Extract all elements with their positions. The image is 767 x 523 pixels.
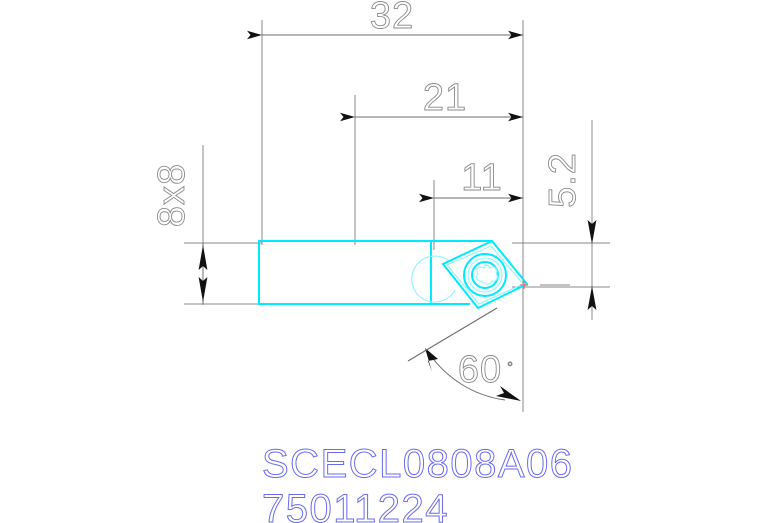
leader-line-60deg [407, 307, 498, 362]
dimension-lines [198, 30, 597, 401]
tool-geometry [258, 239, 570, 310]
dimension-texts: 32 21 11 8x8 5.2 60 ° [151, 0, 585, 391]
arrow-8x8-up [198, 245, 208, 270]
screw-inner-circle [471, 261, 499, 289]
dimension-value-32: 32 [370, 0, 414, 37]
tip-center-mark [520, 281, 528, 289]
part-number-label: SCECL0808A06 [262, 442, 574, 486]
arrow-60-start [425, 348, 438, 372]
arrow-60-end [496, 386, 521, 401]
rhombic-insert-outline [441, 239, 529, 310]
extension-lines [184, 20, 610, 412]
dimension-value-11: 11 [461, 157, 502, 199]
part-labels: SCECL0808A06 75011224 [262, 442, 574, 523]
item-code-label: 75011224 [262, 487, 449, 523]
arrow-52-up [587, 220, 597, 244]
screw-mid-circle [467, 257, 503, 293]
arrow-52-down [587, 286, 597, 310]
insert-seat-pocket [411, 255, 456, 303]
dimension-value-60deg: 60 [458, 349, 502, 391]
dimension-value-52: 5.2 [542, 152, 584, 208]
arrow-8x8-down [198, 277, 208, 302]
tool-head-outline [431, 240, 492, 305]
degree-symbol: ° [507, 359, 513, 376]
screw-outer-circle [463, 253, 507, 297]
rhombic-insert-inner [446, 245, 524, 305]
torx-socket [475, 264, 499, 285]
tool-shank-body [258, 240, 432, 305]
dimension-value-8x8: 8x8 [151, 163, 193, 227]
dimension-value-21: 21 [423, 77, 467, 119]
